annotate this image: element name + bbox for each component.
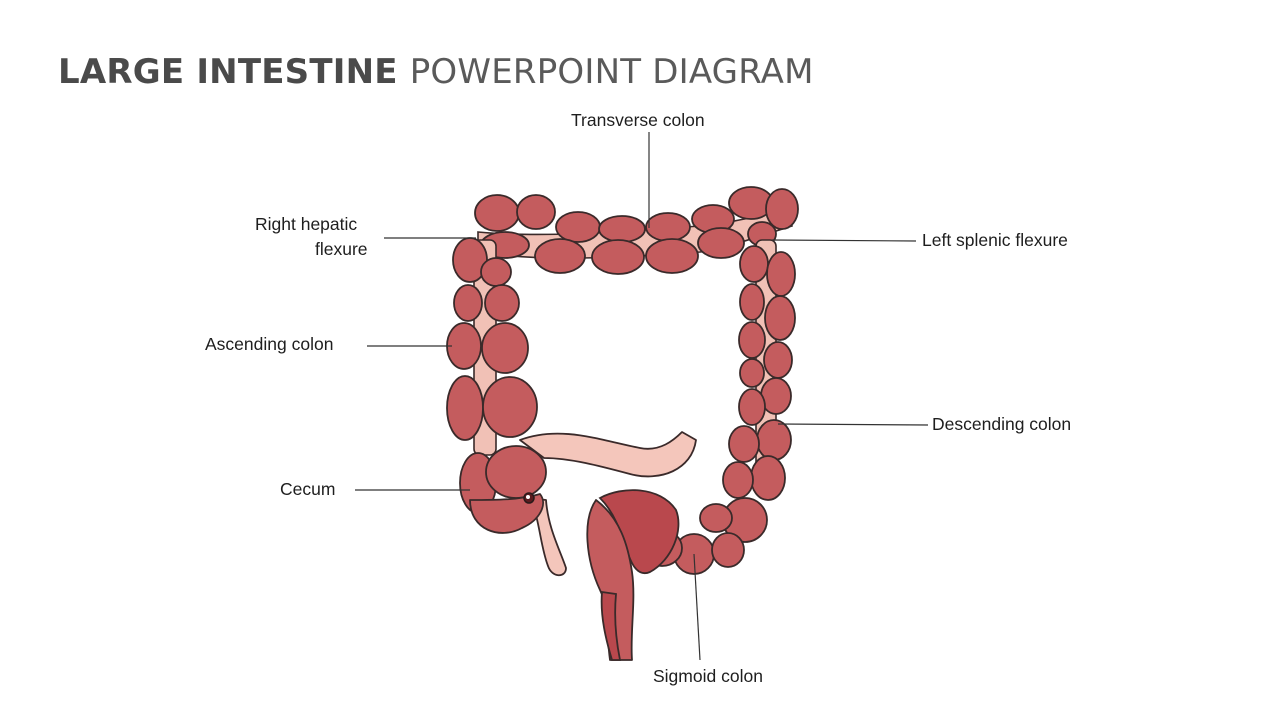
- label-left-splenic-flexure: Left splenic flexure: [922, 230, 1068, 250]
- ascending-colon-illustration: [446, 237, 538, 456]
- label-sigmoid-colon: Sigmoid colon: [653, 666, 763, 686]
- label-right-hepatic-flexure-line1: Right hepatic: [255, 214, 358, 234]
- appendix-illustration: [529, 497, 567, 577]
- descending-colon-illustration: [722, 239, 796, 501]
- descending-colon-leader: [777, 423, 929, 426]
- label-right-hepatic-flexure-line2: flexure: [315, 239, 368, 259]
- left-splenic-flexure-leader: [771, 239, 917, 242]
- sigmoid-colon-illustration: [586, 489, 768, 661]
- cecum-illustration: [459, 445, 547, 534]
- title-light: POWERPOINT DIAGRAM: [409, 52, 814, 92]
- title-bold: LARGE INTESTINE: [58, 52, 398, 92]
- ileum-illustration: [519, 431, 697, 478]
- sigmoid-colon-leader: [693, 553, 701, 661]
- transverse-colon-illustration: [474, 186, 799, 275]
- label-ascending-colon: Ascending colon: [205, 334, 334, 354]
- label-transverse-colon: Transverse colon: [571, 110, 705, 130]
- label-cecum: Cecum: [280, 479, 336, 499]
- page-title: LARGE INTESTINE POWERPOINT DIAGRAM: [58, 52, 814, 92]
- label-descending-colon: Descending colon: [932, 414, 1072, 434]
